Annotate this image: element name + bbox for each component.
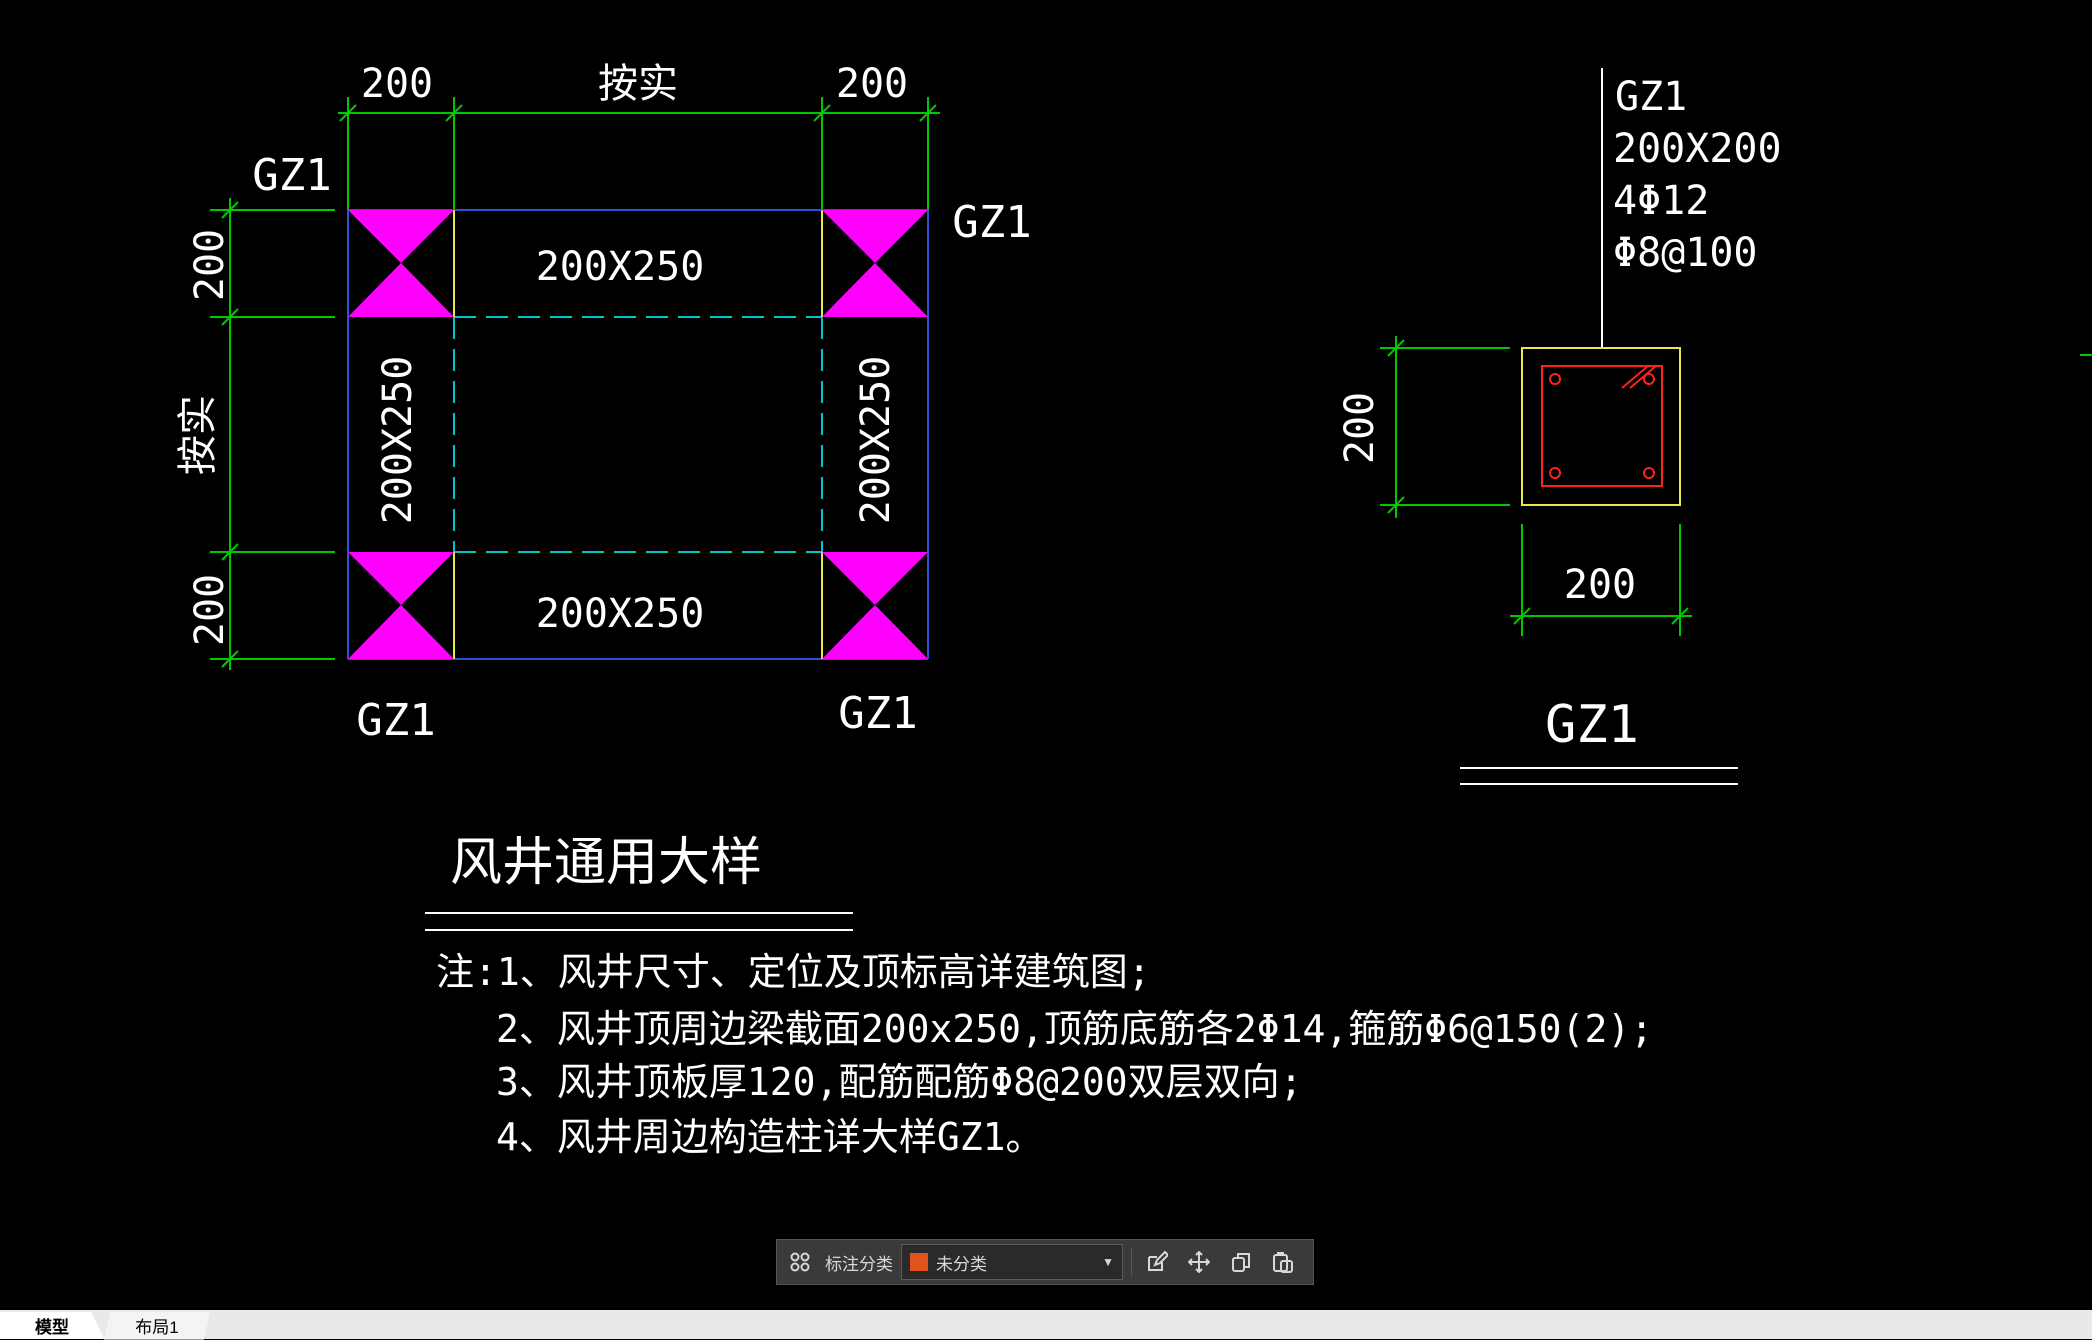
column-top-right bbox=[822, 210, 928, 263]
drawing-title: 风井通用大样 bbox=[450, 833, 762, 893]
rebars bbox=[1549, 373, 1655, 479]
annotation-toolbar: 标注分类 未分类 ▼ bbox=[776, 1239, 1314, 1285]
dim-left-middle: 按实 bbox=[175, 395, 221, 475]
paste-icon[interactable] bbox=[1266, 1245, 1300, 1279]
cad-drawing-canvas[interactable]: 200 按实 200 200 按实 200 GZ1 GZ1 GZ1 GZ1 20… bbox=[0, 0, 2092, 1310]
leader-text-4: Φ8@100 bbox=[1613, 230, 1758, 276]
note-line-4: 4、风井周边构造柱详大样GZ1。 bbox=[496, 1115, 1044, 1159]
detail-title-block: 风井通用大样 bbox=[425, 833, 853, 931]
section-dim-bottom: 200 bbox=[1564, 562, 1636, 608]
column-top-left bbox=[348, 210, 454, 263]
section-dimensions bbox=[1380, 336, 1692, 636]
annotation-category-label: 标注分类 bbox=[825, 1254, 893, 1274]
column-bottom-right bbox=[822, 552, 928, 605]
dim-left-bottom: 200 bbox=[187, 574, 233, 646]
grid-icon[interactable] bbox=[783, 1245, 817, 1279]
note-line-3: 3、风井顶板厚120,配筋配筋Φ8@200双层双向; bbox=[496, 1060, 1303, 1104]
dim-top-right: 200 bbox=[836, 61, 908, 107]
beam-label-bottom: 200X250 bbox=[536, 591, 705, 637]
plan-dashed-beams bbox=[453, 316, 823, 553]
leader-text-3: 4Φ12 bbox=[1613, 178, 1709, 224]
beam-label-top: 200X250 bbox=[536, 244, 705, 290]
beam-label-left: 200X250 bbox=[375, 356, 421, 525]
column-label-bottom-left: GZ1 bbox=[356, 695, 435, 746]
annotation-category-select[interactable]: 未分类 ▼ bbox=[901, 1244, 1123, 1280]
section-title: GZ1 bbox=[1545, 695, 1639, 755]
note-line-1: 注:1、风井尺寸、定位及顶标高详建筑图; bbox=[436, 950, 1151, 994]
plan-dimensions bbox=[210, 97, 940, 670]
column-label-top-left: GZ1 bbox=[252, 150, 331, 201]
note-line-2: 2、风井顶周边梁截面200x250,顶筋底筋各2Φ14,箍筋Φ6@150(2); bbox=[496, 1007, 1653, 1051]
beam-label-right: 200X250 bbox=[853, 356, 899, 525]
layout-tab-bar: 模型 布局1 bbox=[0, 1310, 2092, 1340]
column-bottom-left bbox=[348, 552, 454, 605]
tab-layout1[interactable]: 布局1 bbox=[104, 1312, 210, 1340]
dim-left-top: 200 bbox=[187, 229, 233, 301]
column-hatches bbox=[348, 210, 928, 659]
move-icon[interactable] bbox=[1182, 1245, 1216, 1279]
category-selected-value: 未分类 bbox=[936, 1254, 987, 1274]
column-edges bbox=[453, 210, 823, 659]
dim-top-middle: 按实 bbox=[598, 61, 678, 107]
gz1-section-detail: GZ1 200X200 4Φ12 Φ8@100 200 bbox=[1337, 68, 1782, 785]
stirrup bbox=[1541, 365, 1663, 487]
leader-text-2: 200X200 bbox=[1613, 126, 1782, 172]
leader-text-1: GZ1 bbox=[1615, 74, 1687, 120]
column-label-bottom-right: GZ1 bbox=[838, 688, 917, 739]
section-outline bbox=[1521, 347, 1681, 506]
category-color-swatch bbox=[910, 1253, 928, 1271]
dim-top-left: 200 bbox=[361, 61, 433, 107]
plan-view: 200 按实 200 200 按实 200 GZ1 GZ1 GZ1 GZ1 20… bbox=[175, 61, 1032, 746]
notes: 注:1、风井尺寸、定位及顶标高详建筑图; 2、风井顶周边梁截面200x250,顶… bbox=[436, 950, 1653, 1159]
tab-model[interactable]: 模型 bbox=[0, 1312, 104, 1339]
column-label-top-right: GZ1 bbox=[952, 197, 1031, 248]
chevron-down-icon: ▼ bbox=[1102, 1255, 1114, 1269]
copy-icon[interactable] bbox=[1224, 1245, 1258, 1279]
edit-icon[interactable] bbox=[1140, 1245, 1174, 1279]
toolbar-divider bbox=[1131, 1247, 1132, 1277]
section-dim-left: 200 bbox=[1337, 392, 1383, 464]
